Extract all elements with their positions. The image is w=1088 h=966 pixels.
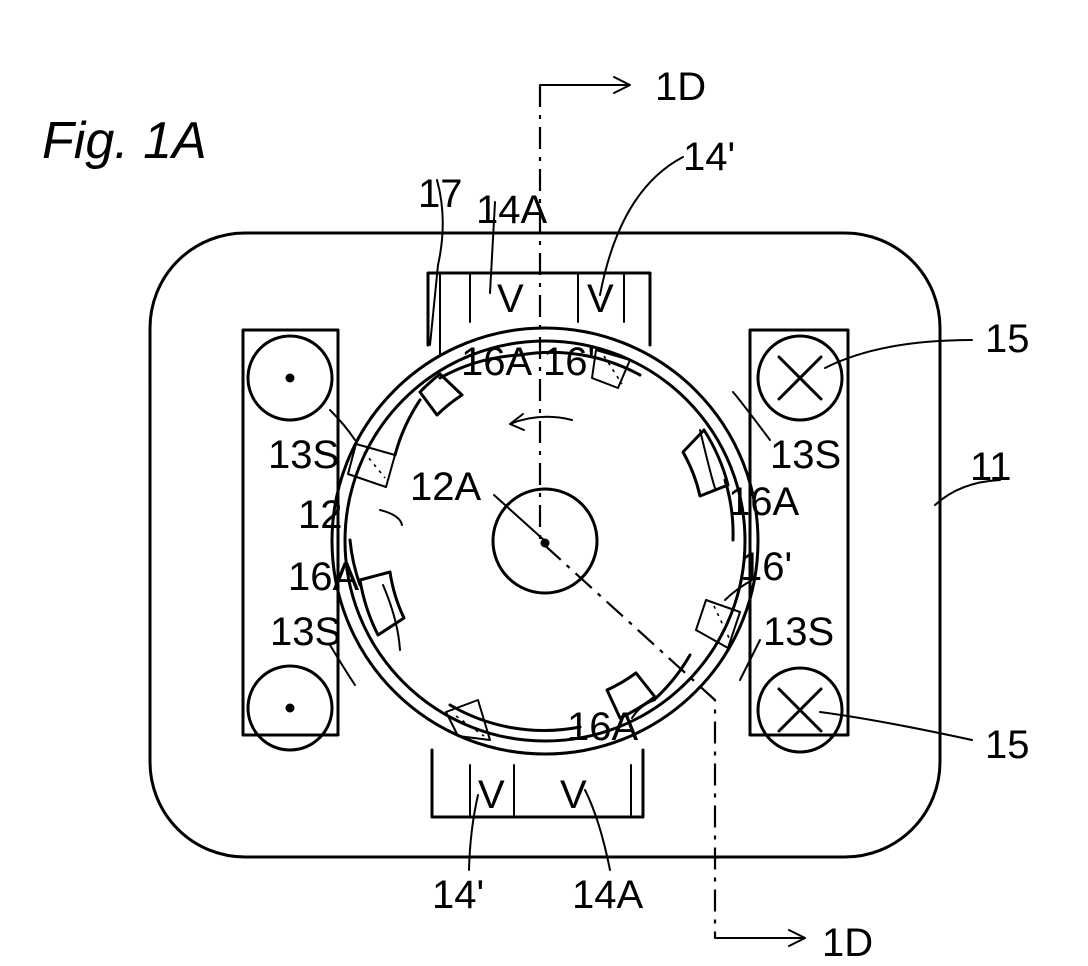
label-12a: 12A (410, 465, 481, 509)
label-13s-left-top: 13S (268, 433, 339, 477)
section-label-top: 1D (655, 65, 706, 109)
section-arrow-bottom-icon (715, 930, 805, 946)
label-16a-top: 16A (461, 340, 532, 384)
label-16p-top: 16' (543, 340, 595, 384)
bottom-magnet-mark-a: V (478, 773, 505, 817)
bottom-magnet-mark-b: V (560, 773, 587, 817)
label-14a-bottom: 14A (572, 873, 643, 917)
leader-12a (494, 495, 545, 541)
label-14p-bottom: 14' (432, 873, 484, 917)
left-magnet-piece-hatch (364, 452, 385, 478)
label-13s-right-bottom: 13S (763, 610, 834, 654)
label-14a-top: 14A (476, 188, 547, 232)
label-16p-right: 16' (740, 545, 792, 589)
right-top-coil-cross-icon (779, 357, 821, 399)
label-15-top: 15 (985, 317, 1030, 361)
section-arrow-top-icon (540, 77, 630, 93)
label-13s-right-top: 13S (770, 433, 841, 477)
top-magnet-mark-a: V (497, 277, 524, 321)
top-magnet-mark-b: V (587, 277, 614, 321)
figure-title: Fig. 1A (42, 112, 207, 170)
leader-16a-right (700, 430, 715, 488)
rotor-notch-r (683, 430, 728, 496)
label-16a-left: 16A (288, 555, 359, 599)
right-bottom-coil-cross-icon (779, 689, 821, 731)
label-16a-right: 16A (728, 480, 799, 524)
section-label-bottom: 1D (822, 921, 873, 965)
bottom-magnet-slot (432, 750, 643, 817)
label-16a-bottom: 16A (567, 705, 638, 749)
label-11: 11 (970, 445, 1012, 489)
leader-12 (380, 510, 402, 525)
label-13s-left-bottom: 13S (270, 610, 341, 654)
left-bottom-coil-dot-icon (286, 704, 295, 713)
label-15-bottom: 15 (985, 723, 1030, 767)
leader-16a-left (383, 585, 400, 650)
label-12: 12 (298, 493, 343, 537)
right-coil-slot (750, 330, 848, 735)
label-14p-top: 14' (683, 135, 735, 179)
label-17: 17 (418, 172, 463, 216)
left-top-coil-dot-icon (286, 374, 295, 383)
